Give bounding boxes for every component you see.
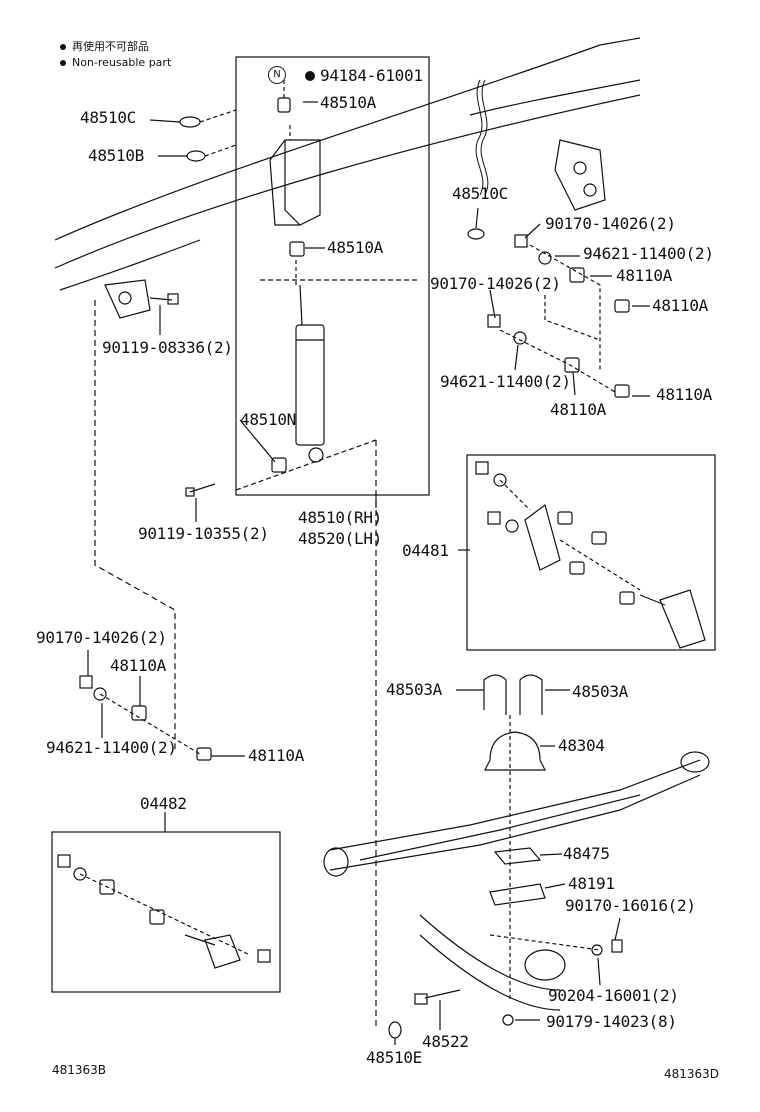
part-48503A-left[interactable]: 48503A — [386, 680, 442, 699]
legend-dot-icon — [60, 44, 66, 50]
part-94184-61001[interactable]: 94184-61001 — [320, 66, 423, 85]
part-48510C-left[interactable]: 48510C — [80, 108, 136, 127]
part-48522[interactable]: 48522 — [422, 1032, 469, 1051]
pad-48475 — [493, 847, 542, 865]
part-48304[interactable]: 48304 — [558, 736, 605, 755]
legend-en: Non-reusable part — [72, 56, 172, 69]
kit-04481-box — [466, 454, 716, 651]
u-bolt-left — [483, 674, 507, 715]
leaf-spring — [329, 759, 701, 851]
part-48110A-d[interactable]: 48110A — [656, 385, 712, 404]
plate-48191 — [489, 883, 546, 906]
bushing-mid — [289, 241, 305, 257]
part-48110A-e[interactable]: 48110A — [110, 656, 166, 675]
shock-rod — [299, 284, 303, 326]
part-90119-10355[interactable]: 90119-10355(2) — [138, 524, 269, 543]
part-90170-16016[interactable]: 90170-16016(2) — [565, 896, 696, 915]
part-90170-14026-a[interactable]: 90170-14026(2) — [545, 214, 676, 233]
part-48110A-b[interactable]: 48110A — [652, 296, 708, 315]
part-48191[interactable]: 48191 — [568, 874, 615, 893]
part-48510A-top[interactable]: 48510A — [320, 93, 376, 112]
non-reusable-dot-icon — [305, 71, 315, 81]
kit-04482-box — [51, 831, 281, 993]
diagram-code-right: 481363D — [664, 1067, 720, 1081]
frame-bracket — [554, 139, 606, 211]
bushing-bottom — [271, 457, 287, 473]
kit-04482[interactable]: 04482 — [140, 794, 187, 813]
bump-stopper — [484, 731, 546, 771]
kit-04481[interactable]: 04481 — [402, 541, 449, 560]
non-reusable-n-icon: N — [268, 66, 286, 84]
part-48520-lh[interactable]: 48520(LH) — [298, 529, 382, 548]
part-48475[interactable]: 48475 — [563, 844, 610, 863]
axle — [419, 914, 561, 991]
part-48110A-f[interactable]: 48110A — [248, 746, 304, 765]
part-48510B[interactable]: 48510B — [88, 146, 144, 165]
bushing-top — [277, 97, 291, 113]
u-bolt-right — [519, 674, 543, 715]
part-48510-rh[interactable]: 48510(RH) — [298, 508, 382, 527]
shock-body — [295, 324, 325, 446]
part-94621-11400-a[interactable]: 94621-11400(2) — [583, 244, 714, 263]
part-90119-08336[interactable]: 90119-08336(2) — [102, 338, 233, 357]
part-90179-14023[interactable]: 90179-14023(8) — [546, 1012, 677, 1031]
legend-jp: 再使用不可部品 — [72, 40, 149, 53]
part-48110A-c[interactable]: 48110A — [550, 400, 606, 419]
part-90170-14026-c[interactable]: 90170-14026(2) — [36, 628, 167, 647]
diagram-code-left: 481363B — [52, 1063, 107, 1077]
part-48503A-right[interactable]: 48503A — [572, 682, 628, 701]
legend-dot-icon — [60, 60, 66, 66]
part-48510E[interactable]: 48510E — [366, 1048, 422, 1067]
part-94621-11400-c[interactable]: 94621-11400(2) — [46, 738, 177, 757]
frame-rail — [54, 37, 641, 241]
part-90170-14026-b[interactable]: 90170-14026(2) — [430, 274, 561, 293]
rear-hanger — [104, 279, 151, 319]
part-94621-11400-b[interactable]: 94621-11400(2) — [440, 372, 571, 391]
shock-box — [235, 56, 430, 496]
part-48110A-a[interactable]: 48110A — [616, 266, 672, 285]
part-48510A-mid[interactable]: 48510A — [327, 238, 383, 257]
part-48510N[interactable]: 48510N — [240, 410, 296, 429]
part-48510C-right[interactable]: 48510C — [452, 184, 508, 203]
part-90204-16001[interactable]: 90204-16001(2) — [548, 986, 679, 1005]
